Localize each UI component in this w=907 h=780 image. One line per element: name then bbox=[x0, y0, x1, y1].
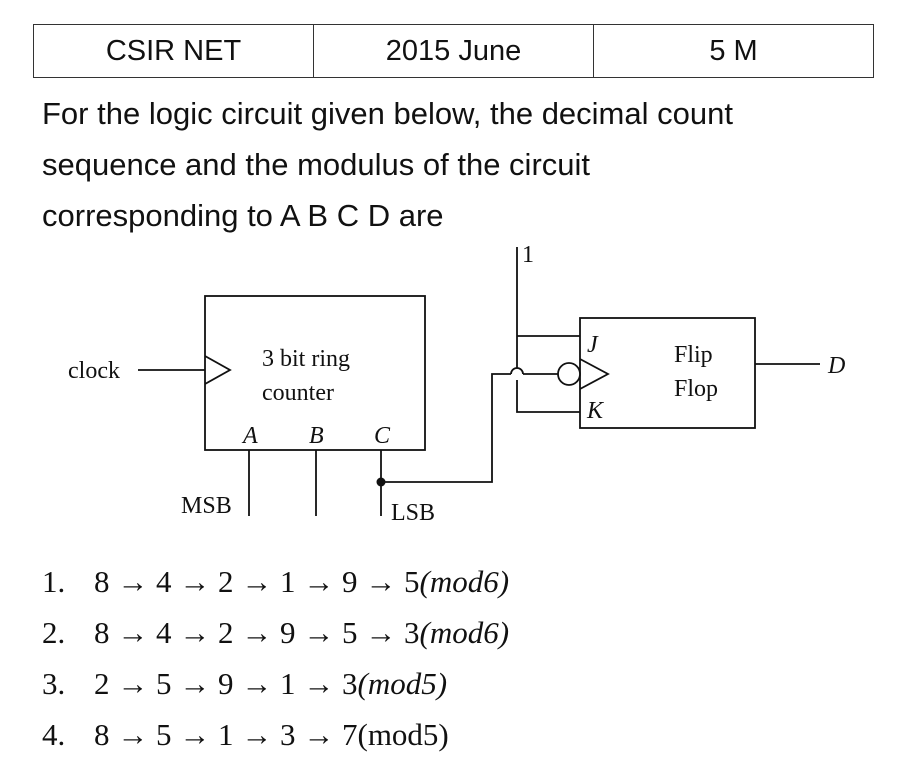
clock-label: clock bbox=[68, 358, 120, 384]
j-label: J bbox=[587, 332, 599, 358]
counter-label-1: 3 bit ring bbox=[262, 346, 350, 372]
option-sequence: 8 → 5 → 1 → 3 → 7 bbox=[94, 717, 358, 752]
exam-cell: CSIR NET bbox=[33, 24, 314, 78]
wire-crossover bbox=[510, 367, 524, 375]
counter-label-2: counter bbox=[262, 380, 334, 406]
option-sequence: 2 → 5 → 9 → 1 → 3 bbox=[94, 666, 358, 701]
logic-circuit-diagram: 1 clock 3 bit ring counter A B C MSB LSB… bbox=[68, 242, 845, 526]
k-label: K bbox=[586, 398, 605, 424]
wire-c-to-ff-clock bbox=[381, 373, 511, 483]
ff-label-2: Flop bbox=[674, 376, 718, 402]
lsb-label: LSB bbox=[391, 500, 435, 526]
supply-one-label: 1 bbox=[522, 242, 534, 268]
marks-cell: 5 M bbox=[593, 24, 874, 78]
option-number: 1. bbox=[42, 564, 66, 599]
option-modulus: (mod6) bbox=[419, 564, 510, 599]
option-number: 4. bbox=[42, 717, 66, 752]
ff-label-1: Flip bbox=[674, 342, 713, 368]
header-table: CSIR NET 2015 June 5 M bbox=[33, 24, 874, 78]
wire-supply-to-k bbox=[516, 380, 580, 413]
question-text: For the logic circuit given below, the d… bbox=[42, 88, 882, 241]
option-modulus: (mod5) bbox=[357, 717, 449, 752]
option-number: 3. bbox=[42, 666, 66, 701]
header-row: CSIR NET 2015 June 5 M bbox=[33, 24, 874, 78]
counter-box bbox=[204, 295, 426, 451]
option-item[interactable]: 3. 2 → 5 → 9 → 1 → 3 (mod5) bbox=[42, 658, 509, 709]
option-item[interactable]: 2. 8 → 4 → 2 → 9 → 5 → 3 (mod6) bbox=[42, 607, 509, 658]
junction-dot bbox=[376, 477, 386, 487]
ff-clock-triangle bbox=[579, 358, 610, 390]
option-modulus: (mod6) bbox=[419, 615, 510, 650]
ff-inverter-bubble bbox=[557, 362, 581, 386]
d-output-label: D bbox=[827, 353, 845, 379]
output-b-label: B bbox=[309, 423, 324, 449]
option-modulus: (mod5) bbox=[357, 666, 448, 701]
option-sequence: 8 → 4 → 2 → 1 → 9 → 5 bbox=[94, 564, 420, 599]
option-sequence: 8 → 4 → 2 → 9 → 5 → 3 bbox=[94, 615, 420, 650]
output-c-label: C bbox=[374, 423, 391, 449]
question-line-2: sequence and the modulus of the circuit bbox=[42, 147, 591, 182]
question-line-1: For the logic circuit given below, the d… bbox=[42, 96, 733, 131]
output-a-label: A bbox=[241, 423, 258, 449]
option-number: 2. bbox=[42, 615, 66, 650]
counter-clock-triangle bbox=[204, 355, 232, 385]
answer-options: 1. 8 → 4 → 2 → 1 → 9 → 5 (mod6) 2. 8 → 4… bbox=[42, 556, 509, 760]
question-line-3: corresponding to A B C D are bbox=[42, 198, 444, 233]
session-cell: 2015 June bbox=[313, 24, 594, 78]
option-item[interactable]: 1. 8 → 4 → 2 → 1 → 9 → 5 (mod6) bbox=[42, 556, 509, 607]
option-item[interactable]: 4. 8 → 5 → 1 → 3 → 7 (mod5) bbox=[42, 709, 509, 760]
msb-label: MSB bbox=[181, 493, 232, 519]
